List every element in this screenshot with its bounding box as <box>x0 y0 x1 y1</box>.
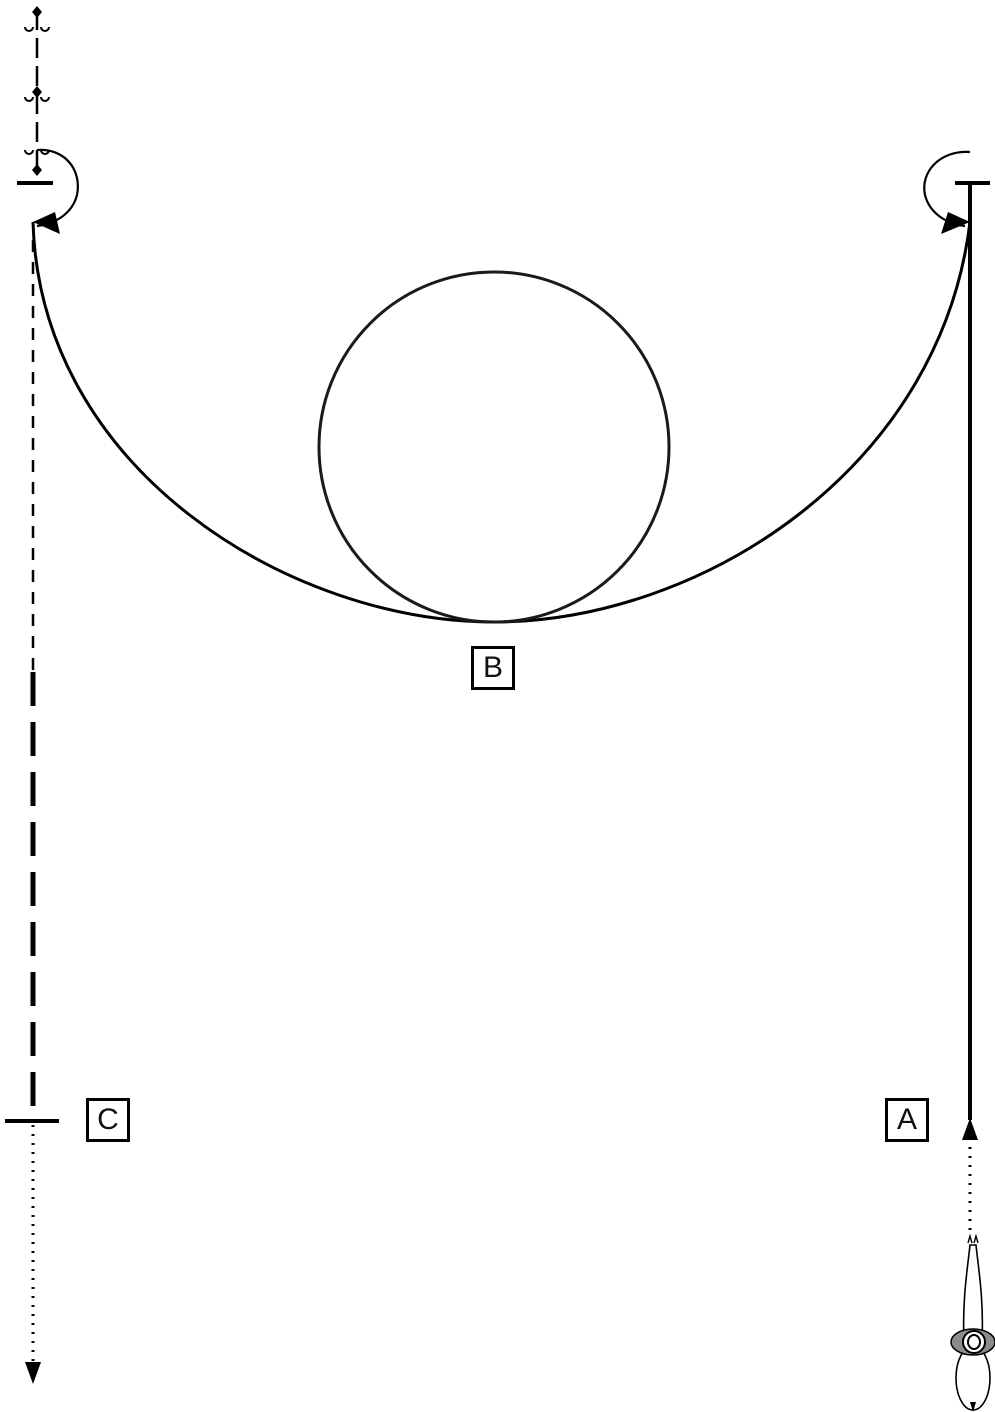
half-circle-arc <box>33 222 970 622</box>
right-turn-arrow-icon <box>941 212 970 234</box>
backup-arrow-diamond-1-icon <box>32 6 42 18</box>
circle-b <box>319 272 669 622</box>
exit-arrow-down-icon <box>25 1362 41 1384</box>
backup-arrow-diamond-3-icon <box>32 164 42 176</box>
horse-top-view-icon <box>951 1236 995 1412</box>
backup-arrow-diamond-2-icon <box>32 86 42 98</box>
marker-c: C <box>86 1098 130 1142</box>
right-arrow-up-icon <box>962 1118 978 1140</box>
marker-b: B <box>471 646 515 690</box>
marker-a: A <box>885 1098 929 1142</box>
left-turn-loop <box>37 150 78 226</box>
left-turn-arrow-icon <box>33 212 60 234</box>
